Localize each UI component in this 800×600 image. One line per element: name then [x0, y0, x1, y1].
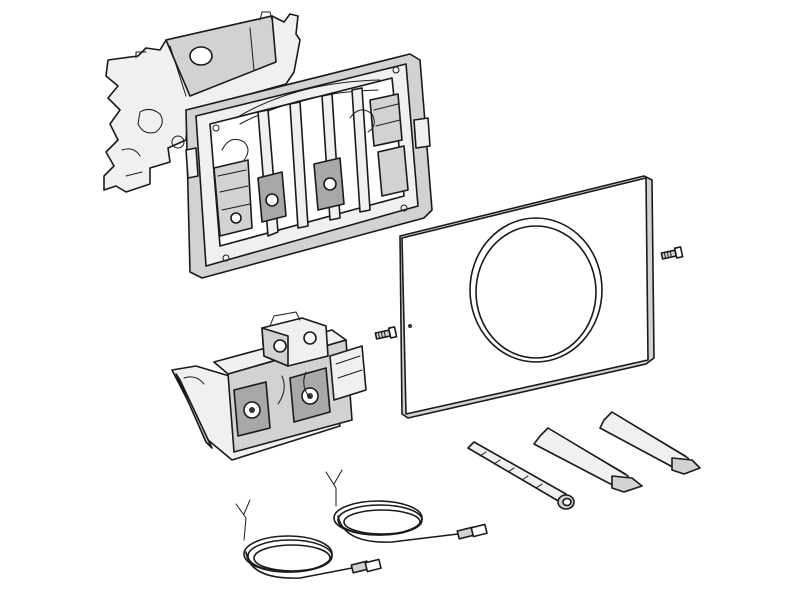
flush-ring-inner: [475, 225, 597, 359]
cover-plate: [399, 175, 655, 419]
actuation-rod: [467, 441, 575, 510]
mounting-frame: [185, 53, 433, 279]
fixing-screw: [660, 246, 684, 260]
connection-cable: [325, 469, 488, 543]
actuation-rod: [533, 427, 643, 493]
rear-bracket: [103, 11, 301, 193]
connection-cable: [235, 499, 382, 579]
fixing-screw: [374, 326, 398, 340]
actuator-module: [171, 311, 367, 461]
actuation-rod: [599, 411, 701, 475]
